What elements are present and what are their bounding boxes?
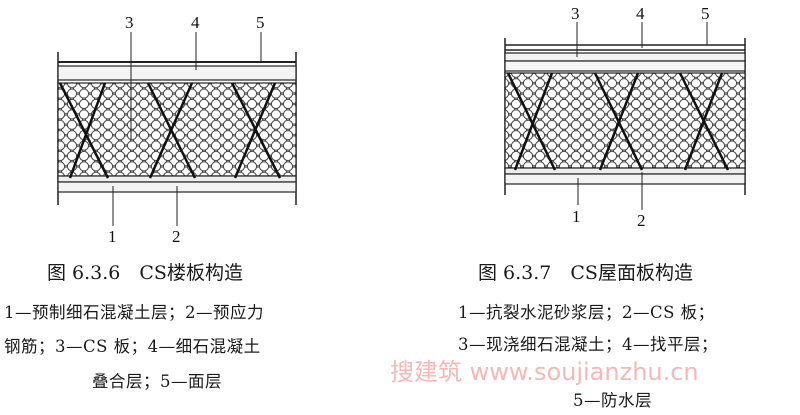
callout-4: 4 [191,13,200,32]
callout-5: 5 [701,4,710,23]
watermark: 搜建筑 www.soujianzhu.cn [390,358,699,386]
legend-line: 叠合层；5—面层 [92,372,222,391]
callout-2: 2 [172,227,181,246]
diagrams: 3 4 5 1 2 3 4 5 1 2 [57,4,746,246]
legend-line: 5—防水层 [573,391,652,410]
figure-caption-6-3-7: 图 6.3.7 CS屋面板构造 [478,262,693,284]
legend-line: 钢筋；3—CS 板；4—细石混凝土 [4,337,261,356]
floor-slab-diagram: 3 4 5 1 2 [57,13,297,246]
callout-3: 3 [571,4,580,23]
legend-line: 1—预制细石混凝土层；2—预应力 [4,303,264,322]
callout-5: 5 [256,13,265,32]
callout-1: 1 [108,227,117,246]
callout-1: 1 [572,207,581,226]
legend-line: 1—抗裂水泥砂浆层；2—CS 板； [458,303,715,322]
callout-4: 4 [636,4,645,23]
figure-caption-6-3-6: 图 6.3.6 CS楼板构造 [47,262,243,284]
roof-slab-diagram: 3 4 5 1 2 [504,4,746,230]
callout-3: 3 [125,13,134,32]
callout-2: 2 [637,211,646,230]
legend-line: 3—现浇细石混凝土；4—找平层； [458,335,718,354]
